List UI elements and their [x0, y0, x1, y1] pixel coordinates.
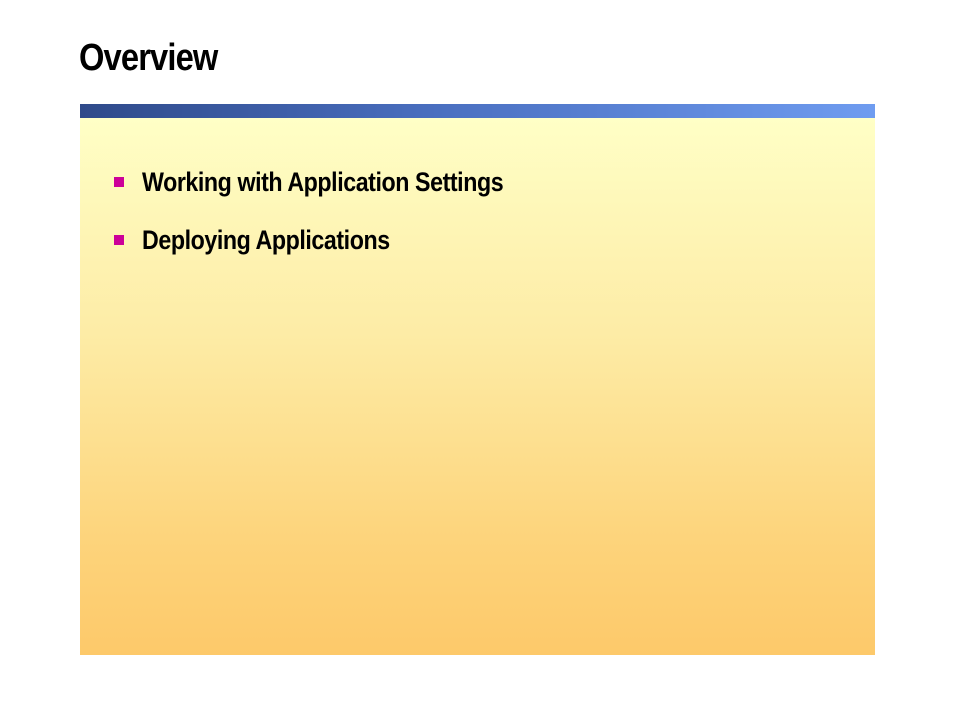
slide-title: Overview [79, 37, 218, 79]
square-bullet-icon [114, 235, 124, 245]
title-underline-bar [80, 104, 875, 118]
bullet-item: Working with Application Settings [114, 153, 562, 211]
bullet-list: Working with Application Settings Deploy… [114, 153, 562, 269]
bullet-item: Deploying Applications [114, 211, 562, 269]
bullet-text: Deploying Applications [142, 224, 390, 255]
bullet-text: Working with Application Settings [142, 166, 504, 197]
square-bullet-icon [114, 177, 124, 187]
content-panel [80, 118, 875, 655]
